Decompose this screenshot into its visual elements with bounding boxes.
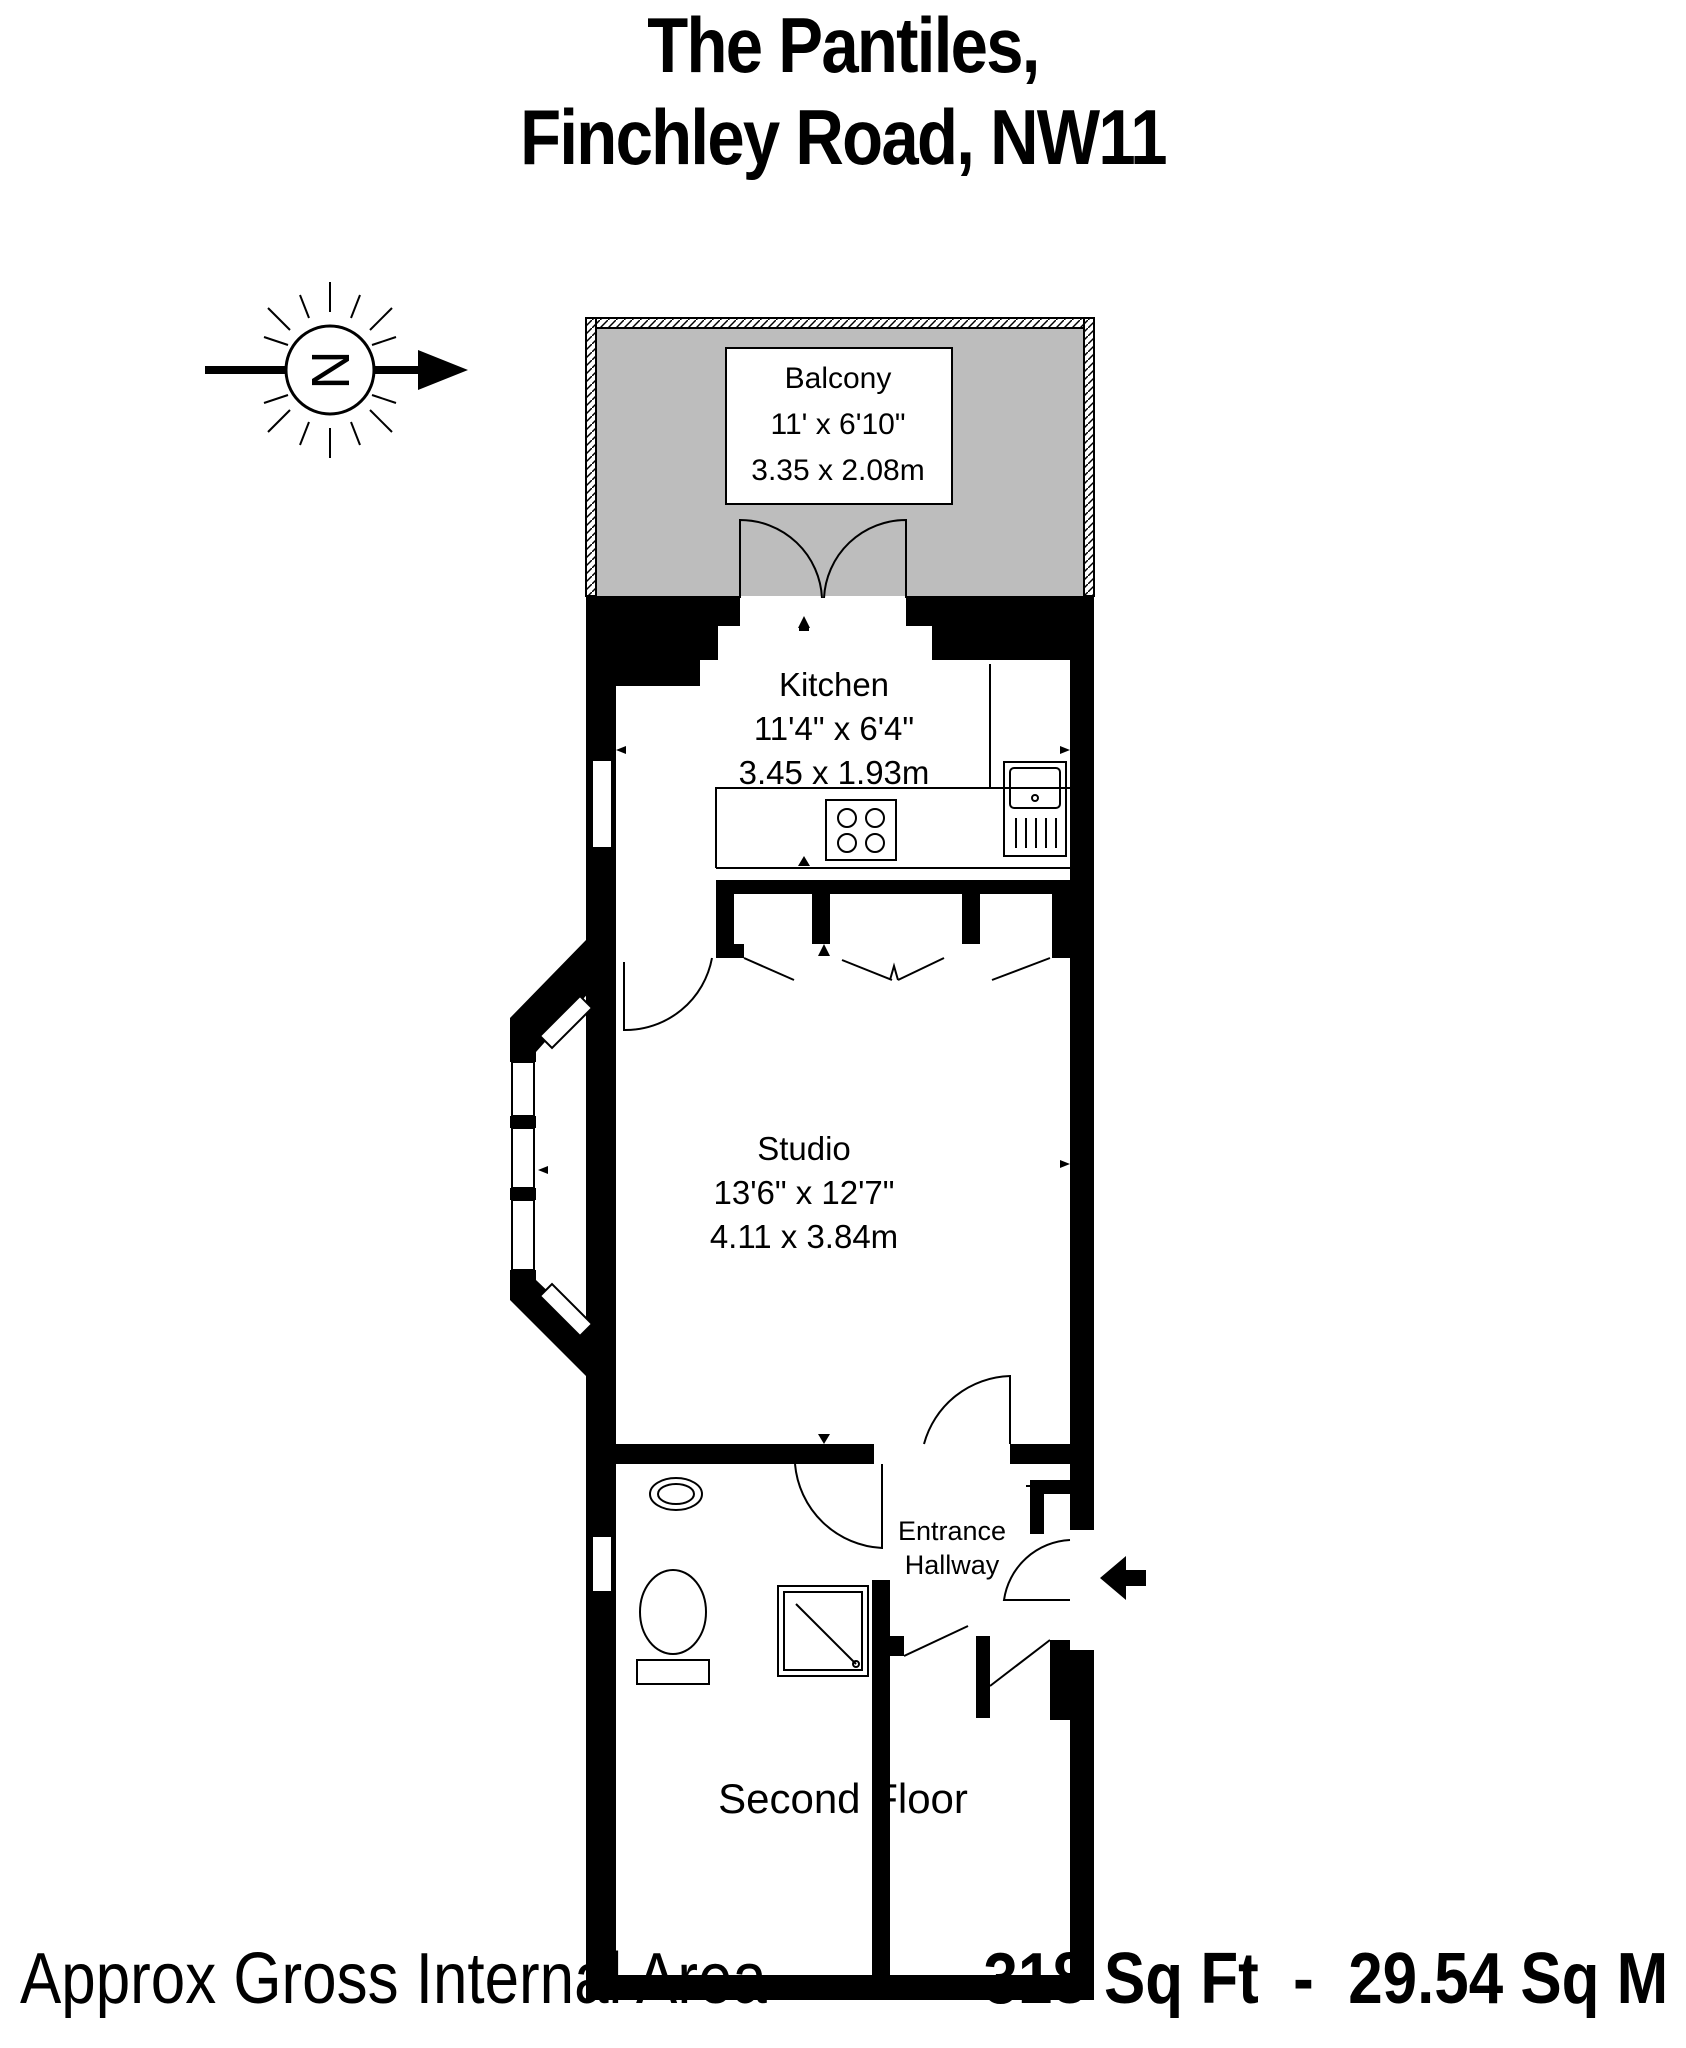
windows (511, 759, 613, 1593)
sink-icon (1003, 761, 1067, 857)
kitchen-label: Kitchen 11'4" x 6'4" 3.45 x 1.93m (739, 666, 930, 791)
compass-letter: N (300, 351, 360, 390)
washbasin-icon (649, 1477, 703, 1511)
title-line-2: Finchley Road, NW11 (520, 93, 1167, 181)
entrance-hallway-label: Entrance Hallway (898, 1516, 1006, 1580)
dimension-markers (538, 616, 1070, 1444)
balcony-metric: 3.35 x 2.08m (751, 454, 924, 487)
area-label: Approx Gross Internal Area (20, 1939, 767, 2019)
studio-imperial: 13'6" x 12'7" (714, 1174, 895, 1211)
balcony-french-doors (739, 518, 907, 599)
balcony-name: Balcony (785, 362, 892, 395)
toilet-icon (636, 1569, 710, 1685)
studio-name: Studio (757, 1130, 851, 1167)
doors (623, 957, 1071, 1687)
balcony-imperial: 11' x 6'10" (771, 408, 906, 441)
balcony-label: Balcony 11' x 6'10" 3.35 x 2.08m (751, 362, 924, 487)
floor-label: Second Floor (718, 1775, 968, 1822)
title-line-1: The Pantiles, (647, 1, 1040, 89)
kitchen-metric: 3.45 x 1.93m (739, 754, 930, 791)
north-compass-icon: N (205, 282, 468, 458)
entrance-arrow-icon (1100, 1556, 1146, 1600)
entrance-line-2: Hallway (905, 1550, 1000, 1580)
studio-metric: 4.11 x 3.84m (710, 1218, 898, 1255)
kitchen-name: Kitchen (779, 666, 889, 703)
entrance-line-1: Entrance (898, 1516, 1006, 1546)
area-value: 318 Sq Ft - 29.54 Sq M (983, 1939, 1668, 2019)
hob-icon (825, 799, 897, 861)
kitchen-imperial: 11'4" x 6'4" (754, 710, 914, 747)
shower-tray-icon (777, 1585, 869, 1677)
walls (510, 596, 1094, 2000)
studio-label: Studio 13'6" x 12'7" 4.11 x 3.84m (710, 1130, 898, 1255)
balcony-area (585, 317, 1095, 597)
